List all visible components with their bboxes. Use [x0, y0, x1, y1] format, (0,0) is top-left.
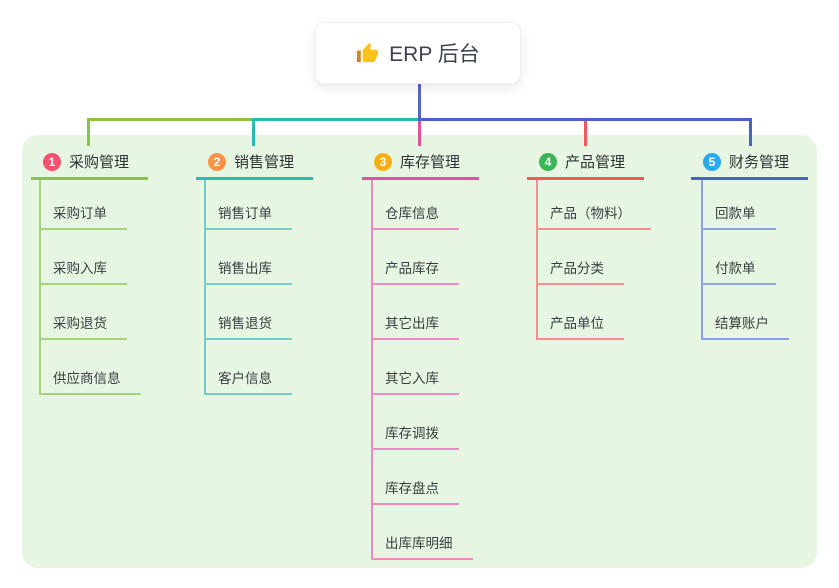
connector-line	[536, 178, 538, 340]
connector-line	[701, 178, 703, 340]
root-node-label: ERP 后台	[389, 43, 480, 66]
connector-line	[584, 118, 587, 146]
leaf-label: 结算账户	[715, 316, 769, 331]
connector-line	[749, 118, 752, 146]
leaf-node[interactable]: 回款单	[701, 202, 776, 230]
leaf-label: 销售出库	[218, 261, 272, 276]
connector-line	[87, 118, 254, 121]
leaf-node[interactable]: 采购退货	[39, 312, 127, 340]
leaf-node[interactable]: 采购订单	[39, 202, 127, 230]
branch-label: 采购管理	[69, 154, 130, 171]
leaf-node[interactable]: 仓库信息	[371, 202, 459, 230]
connector-line	[418, 118, 752, 121]
branch-header-finance[interactable]: 5 财务管理	[691, 146, 808, 180]
thumbs-up-icon	[357, 42, 379, 62]
leaf-label: 库存盘点	[385, 481, 439, 496]
leaf-node[interactable]: 销售出库	[204, 257, 292, 285]
leaf-node[interactable]: 产品单位	[536, 312, 624, 340]
leaf-label: 付款单	[715, 261, 756, 276]
branch-header-inventory[interactable]: 3 库存管理	[362, 146, 479, 180]
leaf-node[interactable]: 库存调拨	[371, 422, 459, 450]
branch-label: 销售管理	[234, 154, 295, 171]
leaf-node[interactable]: 结算账户	[701, 312, 789, 340]
leaf-label: 库存调拨	[385, 426, 439, 441]
leaf-label: 销售退货	[218, 316, 272, 331]
leaf-label: 其它入库	[385, 371, 439, 386]
connector-line	[252, 118, 255, 146]
leaf-node[interactable]: 库存盘点	[371, 477, 459, 505]
branch-header-product[interactable]: 4 产品管理	[527, 146, 644, 180]
leaf-label: 其它出库	[385, 316, 439, 331]
leaf-node[interactable]: 出库库明细	[371, 532, 473, 560]
leaf-label: 客户信息	[218, 371, 272, 386]
leaf-label: 采购入库	[53, 261, 107, 276]
branch-header-sales[interactable]: 2 销售管理	[196, 146, 313, 180]
leaf-node[interactable]: 供应商信息	[39, 367, 141, 395]
leaf-label: 产品单位	[550, 316, 604, 331]
branch-label: 库存管理	[400, 154, 461, 171]
leaf-label: 采购订单	[53, 206, 107, 221]
connector-line	[204, 178, 206, 395]
leaf-node[interactable]: 其它出库	[371, 312, 459, 340]
branches-background-panel	[22, 135, 817, 568]
connector-line	[39, 178, 41, 395]
leaf-label: 销售订单	[218, 206, 272, 221]
leaf-node[interactable]: 产品库存	[371, 257, 459, 285]
connector-line	[252, 118, 418, 121]
branch-label: 产品管理	[565, 154, 626, 171]
leaf-label: 产品分类	[550, 261, 604, 276]
leaf-label: 采购退货	[53, 316, 107, 331]
leaf-label: 回款单	[715, 206, 756, 221]
root-connector-line	[418, 84, 421, 118]
leaf-node[interactable]: 客户信息	[204, 367, 292, 395]
leaf-label: 供应商信息	[53, 371, 121, 386]
leaf-label: 出库库明细	[385, 536, 453, 551]
leaf-node[interactable]: 销售退货	[204, 312, 292, 340]
leaf-node[interactable]: 采购入库	[39, 257, 127, 285]
leaf-node[interactable]: 产品（物料）	[536, 202, 651, 230]
branch-number-badge: 4	[539, 152, 557, 171]
leaf-node[interactable]: 付款单	[701, 257, 776, 285]
connector-line	[87, 118, 90, 146]
branch-number-badge: 1	[43, 152, 61, 171]
branch-number-badge: 2	[208, 152, 226, 171]
branch-label: 财务管理	[729, 154, 790, 171]
branch-number-badge: 5	[703, 152, 721, 171]
connector-line	[371, 178, 373, 560]
leaf-label: 仓库信息	[385, 206, 439, 221]
branch-header-purchase[interactable]: 1 采购管理	[31, 146, 148, 180]
leaf-node[interactable]: 产品分类	[536, 257, 624, 285]
leaf-label: 产品库存	[385, 261, 439, 276]
root-node-erp-backend[interactable]: ERP 后台	[315, 22, 521, 84]
branch-number-badge: 3	[374, 152, 392, 171]
leaf-node[interactable]: 销售订单	[204, 202, 292, 230]
leaf-label: 产品（物料）	[550, 206, 631, 221]
connector-line	[418, 118, 421, 146]
leaf-node[interactable]: 其它入库	[371, 367, 459, 395]
